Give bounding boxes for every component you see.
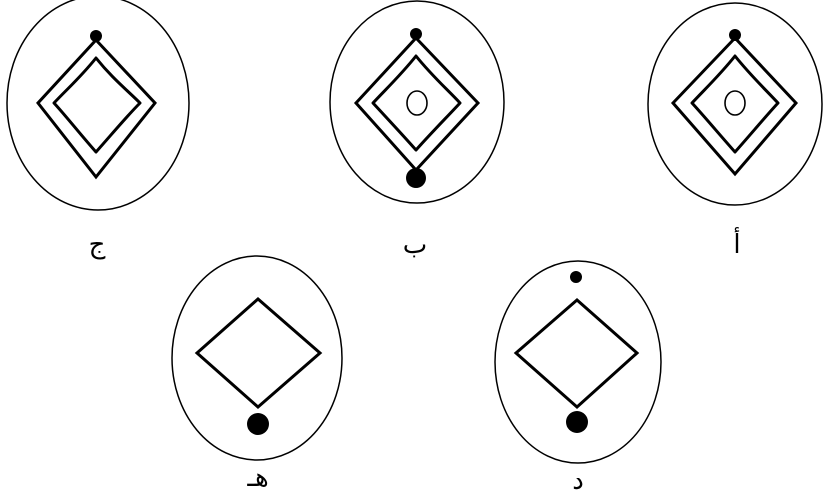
- figure-c-label: ج: [89, 230, 106, 260]
- figure-h[interactable]: [172, 256, 342, 460]
- bottom-large-dot: [566, 411, 588, 433]
- figure-h-label: هـ: [246, 463, 268, 493]
- figure-c[interactable]: [7, 0, 189, 210]
- bottom-large-dot: [406, 168, 426, 188]
- center-ring: [407, 91, 427, 115]
- figure-a[interactable]: [648, 3, 822, 205]
- figure-d[interactable]: [495, 261, 661, 463]
- center-ring: [725, 91, 745, 115]
- bottom-large-dot: [247, 413, 269, 435]
- figure-d-label: د: [572, 466, 584, 495]
- top-small-dot: [570, 271, 582, 283]
- figure-a-label: أ: [733, 226, 740, 260]
- figure-b-label: ب: [403, 230, 427, 260]
- figure-b[interactable]: [330, 1, 504, 203]
